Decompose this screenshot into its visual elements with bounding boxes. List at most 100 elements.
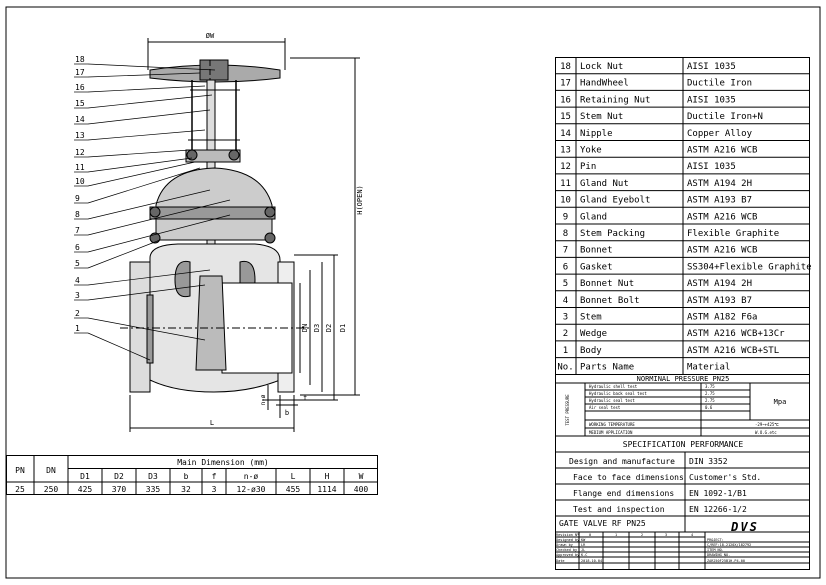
part-number-10: 10	[560, 196, 571, 206]
value-w: 400	[354, 485, 369, 494]
part-number-9: 9	[563, 212, 568, 222]
item-label: ITEM NO.	[707, 548, 724, 552]
checked-by-value: JL	[581, 548, 585, 552]
part-number-6: 6	[563, 262, 568, 272]
test-1-value: 3.75	[705, 384, 715, 389]
pressure-unit: Mpa	[774, 398, 787, 406]
test-2-label: Hydraulic back seal test	[589, 391, 647, 396]
dim-f-label: f	[303, 394, 307, 402]
dimensions-table: PN DN Main Dimension (mm) D1 D2 D3 b f n…	[6, 455, 378, 495]
dvs-logo: DVS	[730, 520, 759, 534]
value-d2: 370	[112, 485, 127, 494]
drawn-by-label: Drawn by	[556, 543, 573, 547]
spec-row-2-label: Face to face dimensions	[573, 473, 684, 482]
parts-footer-no: No.	[557, 363, 573, 373]
callout-17: 17	[75, 68, 85, 77]
part-name-12: Pin	[580, 162, 596, 172]
value-h: 1114	[317, 485, 336, 494]
callout-13: 13	[75, 131, 85, 140]
part-material-1: ASTM A216 WCB+STL	[687, 346, 779, 356]
parts-footer-material: Material	[687, 363, 730, 373]
dim-h-label: H(OPEN)	[356, 185, 364, 215]
col-l: L	[291, 472, 296, 481]
part-name-15: Stem Nut	[580, 112, 623, 122]
callout-2: 2	[75, 309, 80, 318]
part-material-2: ASTM A216 WCB+13Cr	[687, 329, 785, 339]
rev-4: 4	[691, 533, 693, 537]
spec-row-1-value: DIN 3352	[689, 457, 728, 466]
callout-12: 12	[75, 148, 85, 157]
dim-n-label: n-ø	[260, 394, 267, 405]
part-material-15: Ductile Iron+N	[687, 112, 763, 122]
col-d2: D2	[114, 472, 124, 481]
part-number-11: 11	[560, 179, 571, 189]
part-name-13: Yoke	[580, 146, 602, 156]
part-name-6: Gasket	[580, 262, 613, 272]
spec-block: NORMINAL PRESSURE PN25 TEST PRESSURE Hyd…	[555, 374, 810, 570]
spec-row-3-value: EN 1092-1/B1	[689, 489, 747, 498]
product-name: GATE VALVE RF PN25	[559, 519, 646, 528]
project-label: PROJECT:	[707, 538, 724, 542]
part-number-18: 18	[560, 62, 571, 72]
value-b: 32	[181, 485, 191, 494]
callout-8: 8	[75, 210, 80, 219]
callout-15: 15	[75, 99, 85, 108]
part-material-6: SS304+Flexible Graphite	[687, 262, 811, 272]
rev-2: 2	[641, 533, 643, 537]
drawing-value: ZAR250F25B1H-P4-00	[707, 559, 745, 563]
date-label: Date	[556, 559, 564, 563]
part-name-16: Retaining Nut	[580, 95, 650, 105]
part-material-12: AISI 1035	[687, 162, 736, 172]
part-number-14: 14	[560, 129, 571, 139]
rev-1: 1	[615, 533, 617, 537]
part-number-3: 3	[563, 313, 568, 323]
main-dimension-header: Main Dimension (mm)	[177, 458, 269, 467]
rev-0: 0	[589, 533, 591, 537]
medium-label: MEDIUM APPLICATION	[589, 430, 633, 435]
part-name-18: Lock Nut	[580, 62, 623, 72]
checked-by-label: Checked by	[556, 548, 577, 552]
spec-row-4-value: EN 12266-1/2	[689, 505, 747, 514]
part-number-17: 17	[560, 79, 571, 89]
dim-d2-label: D2	[325, 324, 333, 332]
test-pressure-label: TEST PRESSURE	[565, 394, 570, 426]
col-h: H	[325, 472, 330, 481]
part-material-10: ASTM A193 B7	[687, 196, 752, 206]
medium-value: W.O.G.etc	[755, 430, 777, 435]
part-number-12: 12	[560, 162, 571, 172]
part-name-17: HandWheel	[580, 79, 629, 89]
drawn-by-value: LR	[581, 543, 586, 547]
callout-3: 3	[75, 291, 80, 300]
designed-by-label: Designed by	[556, 538, 579, 542]
col-b: b	[184, 472, 189, 481]
col-pn: PN	[15, 466, 25, 475]
value-l: 455	[286, 485, 301, 494]
dim-l-label: L	[210, 419, 214, 427]
part-material-18: AISI 1035	[687, 62, 736, 72]
part-number-1: 1	[563, 346, 568, 356]
callout-6: 6	[75, 243, 80, 252]
part-name-4: Bonnet Bolt	[580, 296, 640, 306]
test-2-value: 2.75	[705, 391, 715, 396]
approved-by-value: K.C	[581, 553, 587, 557]
part-number-2: 2	[563, 329, 568, 339]
dim-dn-label: DN	[301, 324, 309, 332]
callout-numbers: 18 17 16 15 14 13 12 11 10 9 8 7 6 5 4 3…	[75, 55, 85, 333]
col-n: n-ø	[244, 472, 259, 481]
col-w: W	[359, 472, 364, 481]
value-f: 3	[212, 485, 217, 494]
part-number-16: 16	[560, 95, 571, 105]
part-name-11: Gland Nut	[580, 179, 629, 189]
part-material-7: ASTM A216 WCB	[687, 246, 757, 256]
part-number-15: 15	[560, 112, 571, 122]
part-name-9: Gland	[580, 212, 607, 222]
part-number-13: 13	[560, 146, 571, 156]
value-n: 12-ø30	[237, 485, 266, 494]
callout-1: 1	[75, 324, 80, 333]
drawing-label: DRAWING NO.	[707, 553, 730, 557]
col-d3: D3	[148, 472, 158, 481]
callout-10: 10	[75, 177, 85, 186]
dim-d3-label: D3	[313, 324, 321, 332]
col-d1: D1	[80, 472, 90, 481]
test-3-label: Hydraulic seal test	[589, 398, 635, 403]
